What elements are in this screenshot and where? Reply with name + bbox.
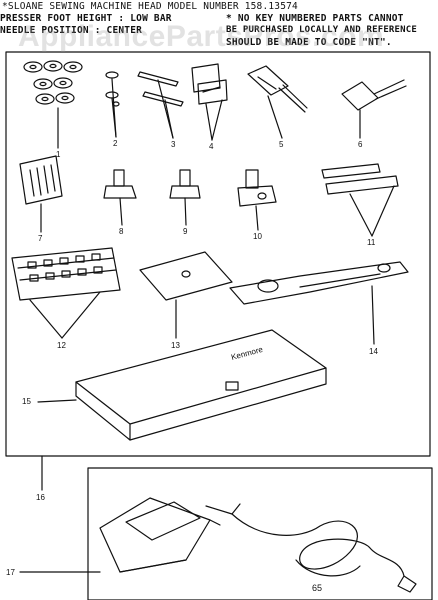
- throat-plate-part: [139, 251, 233, 339]
- callout-7: 7: [38, 234, 43, 243]
- foot-control-frame: [87, 467, 433, 600]
- foot-control-part: [19, 497, 417, 593]
- callout-12: 12: [57, 341, 66, 350]
- screwdriver-small-part: [341, 79, 407, 139]
- spool-cap-part: [105, 71, 120, 138]
- presser-foot-c-part: [237, 169, 277, 231]
- note-line-3: SHOULD BE MADE TO CODE "NT".: [226, 37, 392, 48]
- needle-position: NEEDLE POSITION : CENTER: [0, 25, 143, 36]
- presser-foot-b-part: [169, 169, 201, 226]
- guide-part: [321, 163, 399, 237]
- model-header: *SLOANE SEWING MACHINE HEAD MODEL NUMBER…: [2, 1, 298, 12]
- accessories-frame: [5, 51, 431, 457]
- needle-pack-part: [19, 155, 63, 233]
- callout-4: 4: [209, 142, 214, 151]
- accessory-case-part: [37, 329, 327, 441]
- presser-foot-a-part: [103, 169, 137, 226]
- callout-13: 13: [171, 341, 180, 350]
- callout-labels: 1 2 3 4 5 6 7 8 9 10 11 12 13 14 15 16 1…: [6, 139, 378, 577]
- note-line-1: * NO KEY NUMBERED PARTS CANNOT: [226, 13, 404, 24]
- note-line-2: BE PURCHASED LOCALLY AND REFERENCE: [226, 25, 418, 35]
- buttonholer-part: [229, 261, 409, 345]
- callout-9: 9: [183, 227, 188, 236]
- seam-guide-part: [191, 63, 228, 141]
- callout-8: 8: [119, 227, 124, 236]
- callout-14: 14: [369, 347, 378, 356]
- screwdriver-large-part: [247, 65, 308, 139]
- presser-foot-height: PRESSER FOOT HEIGHT : LOW BAR: [0, 13, 172, 24]
- bobbins-part: [23, 60, 83, 149]
- page-code: 65: [312, 583, 322, 593]
- callout-17: 17: [6, 568, 15, 577]
- callout-6: 6: [358, 140, 363, 149]
- callout-10: 10: [253, 232, 262, 241]
- cam-set-part: [11, 247, 121, 339]
- callout-5: 5: [279, 140, 284, 149]
- callout-1: 1: [56, 150, 61, 159]
- blade-part: [137, 71, 184, 139]
- callout-3: 3: [171, 140, 176, 149]
- callout-2: 2: [113, 139, 118, 148]
- callout-15: 15: [22, 397, 31, 406]
- callout-16: 16: [36, 493, 45, 502]
- callout-11: 11: [367, 238, 376, 247]
- case-brand-label: Kenmore: [230, 345, 264, 362]
